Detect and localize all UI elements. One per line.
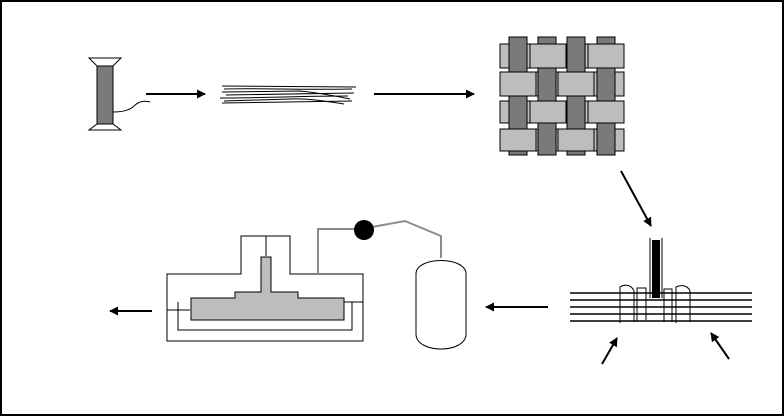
woven-fabric-icon <box>500 37 624 155</box>
valve-icon <box>354 220 374 240</box>
resin-tank-icon <box>416 261 466 350</box>
